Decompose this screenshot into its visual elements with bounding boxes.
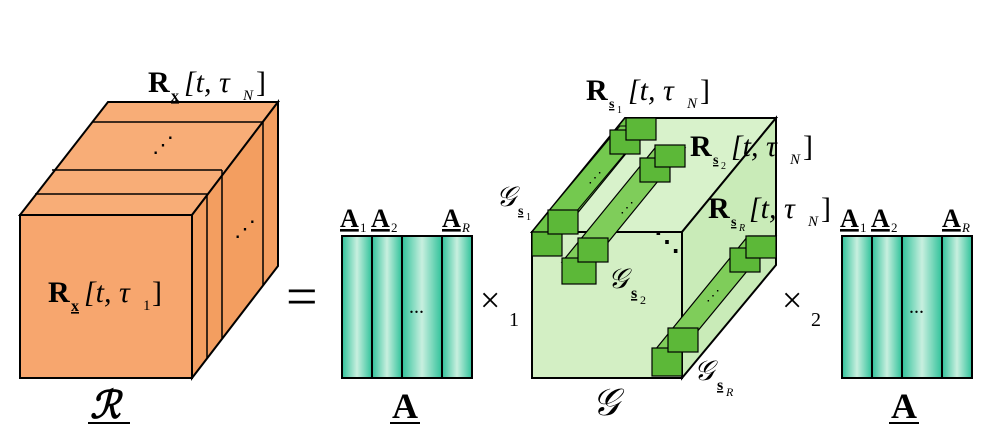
- svg-text:R: R: [708, 192, 730, 225]
- svg-text:2: 2: [640, 293, 646, 307]
- svg-text:]: ]: [803, 130, 813, 163]
- svg-text:...: ...: [409, 296, 424, 318]
- svg-text:A: A: [871, 204, 890, 233]
- mode-1-index: 1: [509, 309, 519, 331]
- tensor-r-front-label: R x [t, τ 1 ]: [48, 276, 162, 315]
- matrix-a-left-col-r: [441, 235, 473, 379]
- core-g-block-label-1: 𝒢 s 1: [496, 182, 531, 223]
- matrix-a-right-col-2: [871, 235, 903, 379]
- tensor-r-top-dots: ⋰: [152, 132, 174, 157]
- svg-text:⋰: ⋰: [706, 289, 720, 304]
- tensor-r-side-dots: ⋰: [234, 216, 256, 241]
- svg-text:A: A: [840, 204, 859, 233]
- svg-text:s: s: [713, 153, 719, 168]
- svg-text:R: R: [725, 385, 734, 399]
- matrix-a-left-col-mid: [401, 235, 443, 379]
- matrix-a-left-name: A: [392, 386, 418, 426]
- svg-text:R: R: [961, 220, 970, 235]
- core-g-block-label-r: 𝒢 s R: [694, 356, 734, 399]
- svg-text:]: ]: [700, 74, 710, 107]
- svg-text:]: ]: [256, 66, 266, 99]
- svg-text:1: 1: [617, 105, 622, 116]
- svg-text:[t, τ: [t, τ: [184, 66, 231, 99]
- mode-2-product: ×: [782, 280, 802, 320]
- svg-text:[t, τ: [t, τ: [731, 130, 778, 163]
- svg-text:[t, τ: [t, τ: [749, 192, 796, 225]
- svg-text:⋰: ⋰: [620, 201, 634, 216]
- matrix-a-left-col-1: [341, 235, 373, 379]
- svg-text:𝒢: 𝒢: [496, 182, 520, 213]
- core-g-slice-label-1: R s 1 [t, τ N ]: [586, 74, 710, 116]
- mode-1-product: ×: [480, 280, 500, 320]
- svg-text:N: N: [807, 214, 819, 230]
- svg-text:R: R: [738, 223, 745, 234]
- svg-text:A: A: [442, 204, 461, 233]
- matrix-a-left-col-2: [371, 235, 403, 379]
- svg-text:1: 1: [360, 220, 367, 235]
- core-g-block-row-2: ⋰: [560, 144, 687, 285]
- core-g-block-row-r: ⋰: [651, 235, 778, 377]
- svg-text:A: A: [340, 204, 359, 233]
- svg-text:s: s: [609, 97, 615, 112]
- svg-text:]: ]: [821, 192, 831, 225]
- matrix-a-right-col-labels: A 1 A 2 A R: [840, 204, 970, 235]
- svg-text:[t, τ: [t, τ: [628, 74, 675, 107]
- svg-text:N: N: [789, 152, 801, 168]
- svg-text:R: R: [586, 74, 608, 107]
- svg-text:R: R: [461, 220, 470, 235]
- equals-sign: =: [286, 266, 318, 328]
- svg-text:1: 1: [526, 212, 531, 223]
- core-g-cube: ⋰ ⋰ ⋰ ⋱: [529, 115, 779, 381]
- svg-text:R: R: [690, 130, 712, 163]
- core-g-name: 𝒢: [592, 382, 625, 424]
- svg-text:]: ]: [152, 276, 162, 309]
- svg-text:A: A: [371, 204, 390, 233]
- svg-text:...: ...: [909, 296, 924, 318]
- mode-2-index: 2: [811, 309, 821, 331]
- core-g-dots: ⋱: [654, 227, 680, 256]
- svg-text:s: s: [631, 285, 637, 302]
- svg-text:⋰: ⋰: [588, 171, 602, 186]
- matrix-a-right-col-1: [841, 235, 873, 379]
- svg-text:x: x: [171, 88, 179, 105]
- svg-text:N: N: [686, 96, 698, 112]
- svg-text:x: x: [71, 298, 79, 315]
- core-g-block-row-1: ⋰: [530, 117, 657, 257]
- svg-text:2: 2: [891, 220, 898, 235]
- svg-text:1: 1: [860, 220, 867, 235]
- svg-text:A: A: [942, 204, 961, 233]
- svg-text:2: 2: [391, 220, 398, 235]
- core-g-slice-label-2: R s 2 [t, τ N ]: [690, 130, 813, 172]
- tensor-r-top-label: R x [t, τ N ]: [148, 66, 266, 105]
- svg-text:2: 2: [721, 161, 726, 172]
- svg-text:R: R: [48, 276, 70, 309]
- svg-text:s: s: [518, 204, 524, 219]
- svg-text:𝒢: 𝒢: [694, 356, 718, 387]
- matrix-a-right: ...: [841, 235, 973, 379]
- matrix-a-right-name: A: [891, 386, 917, 426]
- core-g-slice-label-r: R s R [t, τ N ]: [708, 192, 831, 234]
- svg-text:N: N: [242, 88, 254, 104]
- tensor-r-cube: ⋰ ⋰: [17, 99, 281, 381]
- svg-text:s: s: [717, 377, 723, 394]
- svg-text:R: R: [148, 66, 170, 99]
- svg-text:[t, τ: [t, τ: [84, 276, 131, 309]
- tensor-r-name: ℛ: [90, 385, 124, 427]
- matrix-a-left: ...: [341, 235, 473, 379]
- svg-text:s: s: [731, 215, 737, 230]
- matrix-a-right-col-r: [941, 235, 973, 379]
- svg-text:1: 1: [143, 298, 151, 314]
- matrix-a-left-col-labels: A 1 A 2 A R: [340, 204, 470, 235]
- tensor-r-front-face: [19, 214, 193, 379]
